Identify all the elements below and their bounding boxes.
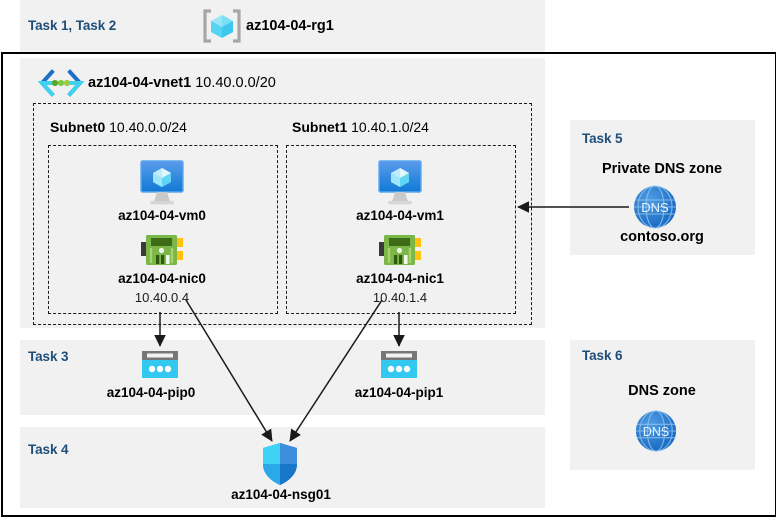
subnet0-name: Subnet0 xyxy=(50,119,106,135)
pip0-name: az104-04-pip0 xyxy=(106,385,196,400)
vnet-name: az104-04-vnet1 xyxy=(88,75,192,91)
subnets-container xyxy=(33,103,532,325)
private-dns-zone-heading: Private DNS zone xyxy=(601,161,723,177)
dns-zone-heading: DNS zone xyxy=(628,383,696,399)
network-interface-icon xyxy=(377,231,423,269)
nsg-name: az104-04-nsg01 xyxy=(231,487,331,502)
dns-icon-text: DNS xyxy=(641,200,669,215)
virtual-network-icon xyxy=(37,69,85,97)
subnet1-name: Subnet1 xyxy=(292,119,348,135)
nic0-name: az104-04-nic0 xyxy=(118,271,206,286)
subnet1-header: Subnet1 10.40.1.0/24 xyxy=(292,119,429,135)
subnet0-cidr: 10.40.0.0/24 xyxy=(109,119,187,135)
dns-zone-icon: DNS xyxy=(633,408,679,454)
resource-group-panel xyxy=(20,0,545,52)
task-label-4: Task 4 xyxy=(28,442,69,457)
task-label-1-2: Task 1, Task 2 xyxy=(28,18,117,33)
vnet-name-row: az104-04-vnet1 10.40.0.0/20 xyxy=(88,75,276,91)
public-ip-address-icon xyxy=(138,348,182,384)
subnet0-header: Subnet0 10.40.0.0/24 xyxy=(50,119,187,135)
public-ip-address-icon xyxy=(377,348,421,384)
subnet0-box xyxy=(48,145,278,314)
nic1-ip: 10.40.1.4 xyxy=(372,290,428,305)
subnet1-box xyxy=(286,145,516,314)
subnet1-cidr: 10.40.1.0/24 xyxy=(351,119,429,135)
vm0-name: az104-04-vm0 xyxy=(118,208,206,223)
resource-group-name: az104-04-rg1 xyxy=(246,18,334,34)
dns-zone-icon: DNS xyxy=(631,183,679,231)
virtual-machine-icon xyxy=(372,158,428,206)
private-dns-zone-name: contoso.org xyxy=(620,229,704,245)
network-security-group-icon xyxy=(259,441,301,487)
task-label-3: Task 3 xyxy=(28,349,69,364)
nic0-ip: 10.40.0.4 xyxy=(134,290,190,305)
vnet-address-space: 10.40.0.0/20 xyxy=(195,75,276,91)
dns-icon-text: DNS xyxy=(643,425,669,439)
task-label-5: Task 5 xyxy=(582,131,623,146)
task3-panel xyxy=(20,340,545,415)
task-label-6: Task 6 xyxy=(582,348,623,363)
nic1-name: az104-04-nic1 xyxy=(356,271,444,286)
resource-group-icon xyxy=(202,8,242,44)
vm1-name: az104-04-vm1 xyxy=(356,208,444,223)
virtual-machine-icon xyxy=(134,158,190,206)
pip1-name: az104-04-pip1 xyxy=(354,385,444,400)
network-interface-icon xyxy=(139,231,185,269)
